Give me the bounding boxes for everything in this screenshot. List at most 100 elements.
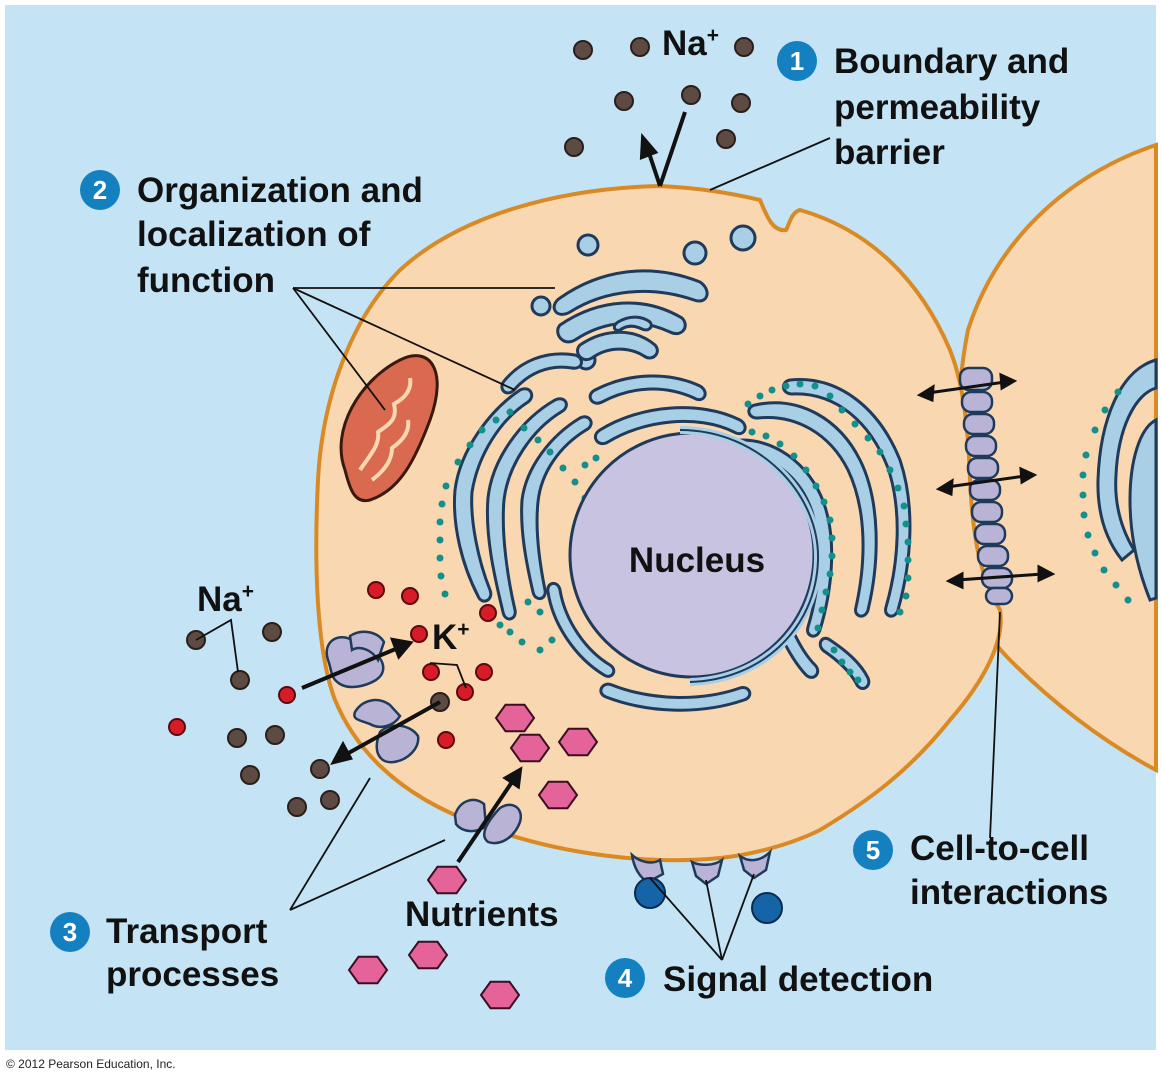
ribosome [548,636,556,644]
ribosome [894,484,902,492]
ribosome [828,552,836,560]
sodium-ion [573,40,593,60]
nutrient-molecules [347,703,599,1010]
ribosomes [436,380,912,684]
ribosome [796,380,804,388]
organization-line-3: function [137,261,275,300]
ribosome [904,574,912,582]
transport-arrows [301,111,687,864]
sodium-label-left: Na+ [197,580,254,619]
potassium-label: K+ [432,618,470,657]
receptors [630,848,773,886]
nucleus: Nucleus [568,426,823,686]
ribosome [437,572,445,580]
ribosome [436,536,444,544]
ribosome [559,464,567,472]
nutrient-molecule [479,980,521,1010]
ribosome [496,621,504,629]
ribosome [838,658,846,666]
ribosome [748,428,756,436]
potassium-ion [367,581,385,599]
organization-line-1: Organization and [137,171,423,210]
nutrient-molecule [509,733,551,763]
sodium-ions [186,37,754,817]
cell-to-cell-line-2: interactions [910,873,1108,912]
ribosome [820,498,828,506]
badge-2 [80,170,120,210]
ribosome [782,382,790,390]
sodium-ion [731,93,751,113]
potassium-ion [422,663,440,681]
ribosome [744,400,752,408]
ribosome [776,440,784,448]
boundary-line-2: permeability [834,88,1041,127]
ribosome [902,520,910,528]
ribosome [756,392,764,400]
svg-text:3: 3 [63,917,77,947]
ribosome [506,408,514,416]
ribosome [886,466,894,474]
ribosome [896,608,904,616]
ribosome [790,452,798,460]
ribosome [546,448,554,456]
sodium-ion [310,759,330,779]
ribosome [811,382,819,390]
potassium-ion [479,604,497,622]
ribosome [492,416,500,424]
sodium-ion [262,622,282,642]
neighbor-ribosomes [1079,388,1132,604]
svg-text:4: 4 [618,963,633,993]
gap-junction [958,366,1014,606]
callout-transport: 3 Transport processes [50,912,279,994]
ribosome [534,436,542,444]
ribosome [592,454,600,462]
sodium-ion [614,91,634,111]
leader-lines [195,137,1001,961]
ribosome [851,420,859,428]
transport-line-1: Transport [106,912,268,951]
sodium-ion [564,137,584,157]
ribosome [864,434,872,442]
ribosome [826,570,834,578]
transport-proteins [325,630,523,845]
ribosome [454,458,462,466]
transport-line-2: processes [106,955,279,994]
potassium-ion [168,718,186,736]
ribosome [436,554,444,562]
neighbor-er [1096,358,1158,602]
boundary-line-1: Boundary and [834,42,1069,81]
callout-boundary: 1 Boundary and permeability barrier [777,41,1069,172]
sodium-ion [716,129,736,149]
svg-text:1: 1 [790,46,804,76]
sodium-ion [681,85,701,105]
sodium-ion [230,670,250,690]
ribosome [902,592,910,600]
mitochondrion [339,354,439,503]
nutrient-molecule [426,865,468,895]
badge-3 [50,912,90,952]
potassium-ion [475,663,493,681]
potassium-ions [168,581,497,749]
potassium-ion [410,625,428,643]
potassium-ion [401,587,419,605]
ribosome [442,482,450,490]
organization-line-2: localization of [137,215,371,254]
ribosome [581,461,589,469]
sodium-ion [240,765,260,785]
ribosome [826,392,834,400]
sodium-label-top: Na+ [662,24,719,63]
ribosome [802,466,810,474]
svg-text:5: 5 [866,835,880,865]
sodium-ion [734,37,754,57]
ribosome [536,608,544,616]
svg-text:2: 2 [93,175,107,205]
ribosome [838,406,846,414]
badge-1 [777,41,817,81]
badge-5 [853,830,893,870]
ribosome [900,502,908,510]
signal-line-1: Signal detection [663,960,933,999]
nutrients-label: Nutrients [405,895,559,934]
sodium-ion [630,37,650,57]
ribosome [826,516,834,524]
sodium-ion [265,725,285,745]
